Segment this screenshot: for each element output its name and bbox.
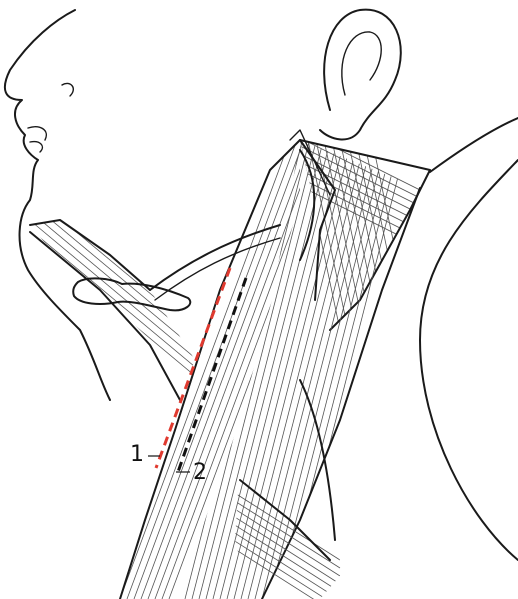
incision-line-1 bbox=[156, 268, 230, 468]
shoulder-line bbox=[420, 160, 518, 560]
scm-posterior-border bbox=[300, 140, 335, 300]
scm-lateral-border bbox=[262, 188, 420, 599]
ear bbox=[320, 10, 401, 140]
omohyoid-lower bbox=[155, 238, 280, 300]
back-of-neck bbox=[430, 118, 518, 172]
nostril bbox=[62, 83, 73, 96]
face-profile bbox=[5, 10, 110, 400]
marker-label-2: 2 bbox=[193, 462, 207, 484]
digastric-lower-border bbox=[30, 232, 180, 400]
lips bbox=[28, 127, 46, 152]
scalene-muscles bbox=[230, 490, 340, 599]
ear-inner bbox=[342, 32, 381, 95]
scalene-border bbox=[240, 480, 330, 560]
marker-label-1: 1 bbox=[130, 444, 144, 466]
